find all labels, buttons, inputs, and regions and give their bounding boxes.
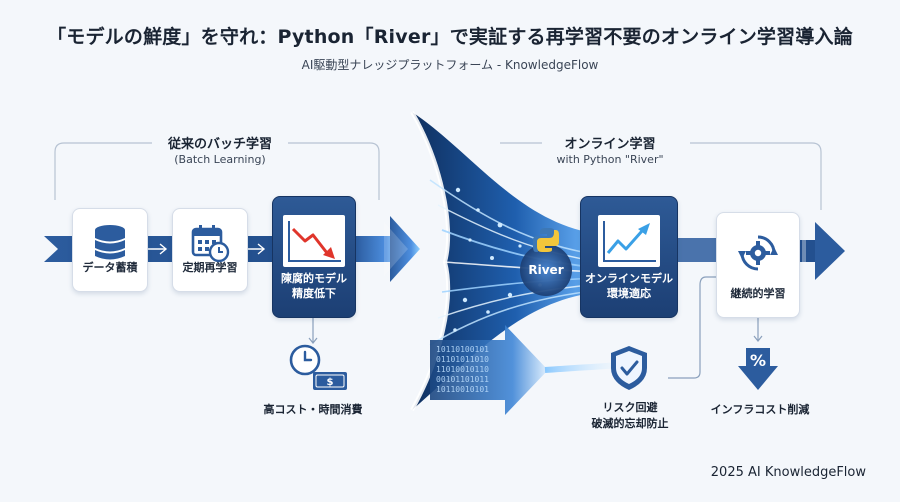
shield-check-icon <box>611 346 647 390</box>
calendar-clock-icon <box>173 223 247 263</box>
data-stream-funnel <box>412 112 600 410</box>
svg-text:$: $ <box>327 377 334 388</box>
card-stale-model: 陳腐的モデル 精度低下 <box>272 196 356 318</box>
card-label: 継続的学習 <box>730 287 786 300</box>
batch-bracket-right <box>288 142 380 200</box>
clock-money-icon: $ <box>289 344 347 390</box>
card-periodic-retraining: 定期再学習 <box>172 208 248 292</box>
svg-text:10110010101: 10110010101 <box>436 385 489 394</box>
batch-bracket-left <box>54 142 152 200</box>
percent-down-arrow-icon: % <box>738 348 778 390</box>
page-subtitle: AI駆動型ナレッジプラットフォーム - KnowledgeFlow <box>301 58 599 72</box>
svg-text:10110100101: 10110100101 <box>436 345 489 354</box>
database-icon <box>73 223 147 263</box>
rising-chart-icon <box>581 215 677 267</box>
online-bracket-right <box>690 142 822 210</box>
batch-section-title: 従来のバッチ学習 <box>167 137 272 152</box>
card-data-accumulation: データ蓄積 <box>72 208 148 292</box>
online-section-title: オンライン学習 <box>564 137 656 152</box>
card-label: 定期再学習 <box>182 261 238 274</box>
card-label: オンラインモデル 環境適応 <box>585 272 673 300</box>
declining-chart-icon <box>273 215 355 267</box>
page-title: 「モデルの鮮度」を守れ：Python「River」で実証する再学習不要のオンライ… <box>47 26 853 48</box>
card-label: 陳腐的モデル 精度低下 <box>281 272 347 300</box>
copyright: 2025 AI KnowledgeFlow <box>710 465 866 480</box>
light-streaks <box>429 179 601 346</box>
svg-text:%: % <box>750 351 766 370</box>
card-online-model: オンラインモデル 環境適応 <box>580 196 678 318</box>
infra-cost-note: インフラコスト削減 <box>710 403 810 416</box>
svg-text:00101101011: 00101101011 <box>436 375 489 384</box>
card-continuous-learning: 継続的学習 <box>716 212 800 318</box>
svg-text:11010010110: 11010010110 <box>436 365 489 374</box>
online-section-subtitle: with Python "River" <box>556 153 664 166</box>
svg-text:01101011010: 01101011010 <box>436 355 489 364</box>
card-label: データ蓄積 <box>82 261 138 274</box>
gear-cycle-icon <box>717 233 799 273</box>
binary-data-arrow <box>430 325 548 415</box>
high-cost-note: 高コスト・時間消費 <box>263 403 363 416</box>
python-logo-icon <box>533 228 559 252</box>
river-badge <box>520 244 572 296</box>
risk-avoidance-note: リスク回避 破滅的忘却防止 <box>591 401 669 430</box>
river-label: River <box>528 263 564 277</box>
batch-section-subtitle: (Batch Learning) <box>174 153 266 166</box>
batch-arrow-head <box>390 216 420 282</box>
